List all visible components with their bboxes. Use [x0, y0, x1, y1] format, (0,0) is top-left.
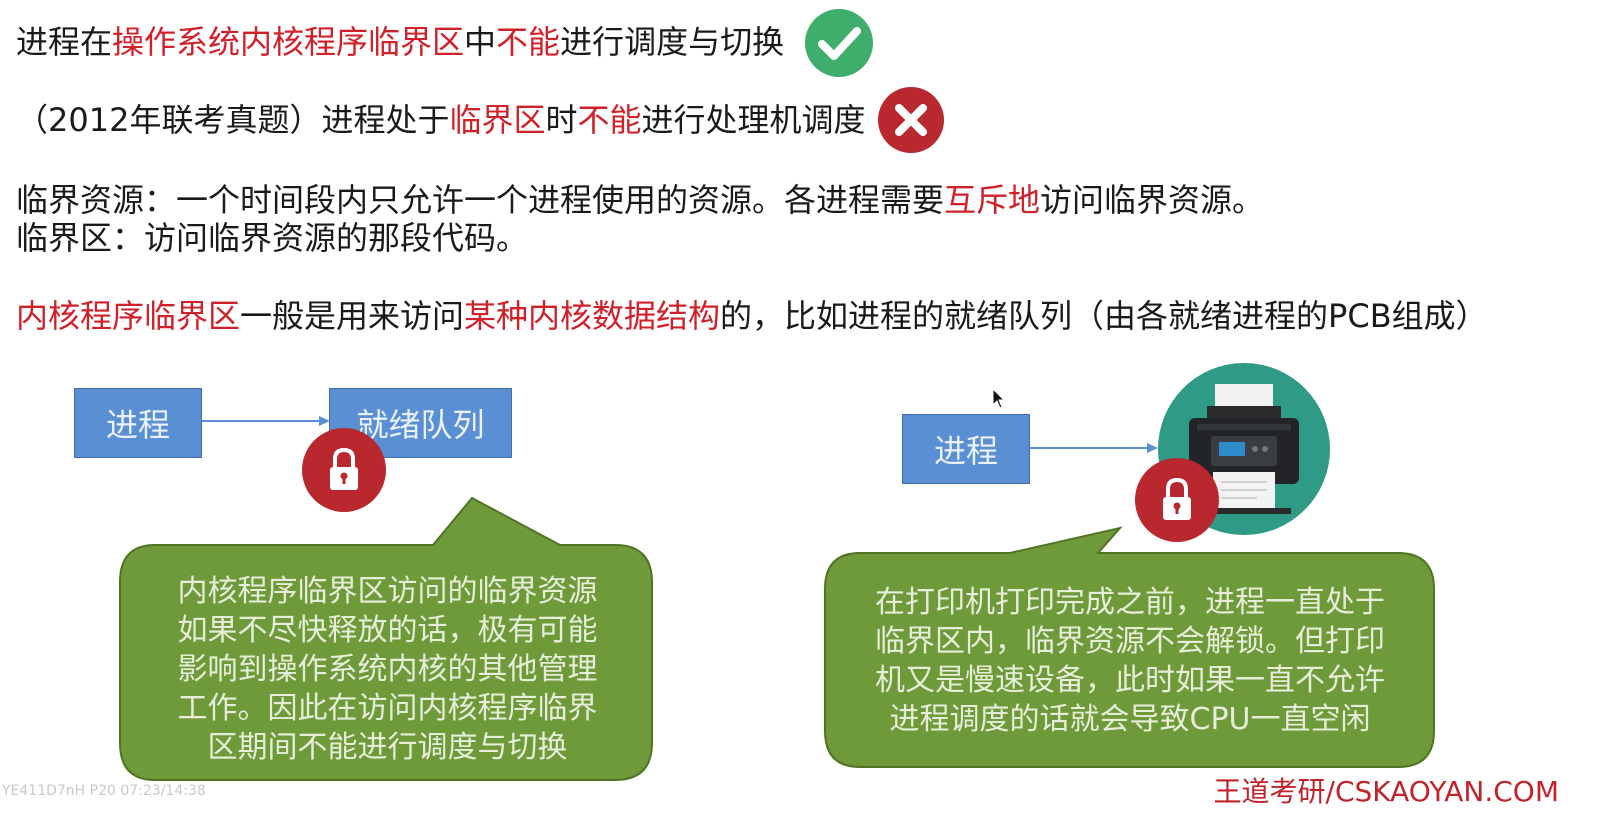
highlight: 临界区 — [449, 101, 546, 139]
bubble-line: 机又是慢速设备，此时如果一直不允许 — [875, 663, 1385, 698]
arrow-icon — [1030, 443, 1158, 453]
check-circle-icon — [805, 9, 873, 77]
highlight: 操作系统内核程序临界区 — [112, 23, 465, 61]
text: 一般是用来访问 — [240, 297, 465, 335]
process-box: 进程 — [74, 388, 202, 458]
right-bubble-text: 在打印机打印完成之前，进程一直处于 临界区内，临界资源不会解锁。但打印 机又是慢… — [830, 583, 1430, 739]
statement-2: （2012年联考真题）进程处于临界区时不能进行处理机调度 — [16, 100, 866, 140]
bubble-line: 工作。因此在访问内核程序临界 — [177, 691, 598, 726]
mouse-cursor-icon — [992, 388, 1006, 409]
ready-queue-label: 就绪队列 — [356, 406, 485, 444]
bubble-line: 内核程序临界区访问的临界资源 — [177, 574, 598, 609]
process-box: 进程 — [902, 414, 1030, 484]
bubble-line: 进程调度的话就会导致CPU一直空闲 — [889, 702, 1371, 737]
text: 进行处理机调度 — [641, 101, 866, 139]
bubble-line: 如果不尽快释放的话，极有可能 — [177, 613, 598, 648]
kernel-section-note: 内核程序临界区一般是用来访问某种内核数据结构的，比如进程的就绪队列（由各就绪进程… — [16, 296, 1488, 336]
lock-icon — [302, 428, 386, 512]
left-bubble-text: 内核程序临界区访问的临界资源 如果不尽快释放的话，极有可能 影响到操作系统内核的… — [130, 572, 645, 767]
lock-icon — [1135, 458, 1219, 542]
critical-section-definition: 临界区：访问临界资源的那段代码。 — [16, 218, 528, 258]
x-circle-icon — [878, 87, 944, 153]
text: 进程在 — [16, 23, 113, 61]
text: 临界资源：一个时间段内只允许一个进程使用的资源。各进程需要 — [16, 181, 945, 219]
bubble-line: 区期间不能进行调度与切换 — [207, 730, 568, 765]
bubble-line: 在打印机打印完成之前，进程一直处于 — [875, 585, 1385, 620]
highlight: 内核程序临界区 — [16, 297, 241, 335]
highlight: 不能 — [496, 23, 561, 61]
process-label: 进程 — [933, 432, 998, 470]
text: 中 — [464, 23, 497, 61]
video-watermark: YE411D7nH P20 07:23/14:38 — [2, 783, 206, 799]
highlight: 某种内核数据结构 — [464, 297, 721, 335]
brand-logo-text: 王道考研/CSKAOYAN.COM — [1213, 775, 1559, 808]
bubble-line: 临界区内，临界资源不会解锁。但打印 — [875, 624, 1385, 659]
critical-resource-definition: 临界资源：一个时间段内只允许一个进程使用的资源。各进程需要互斥地访问临界资源。 — [16, 180, 1264, 220]
right-bubble-shape — [824, 526, 1435, 768]
text: 访问临界资源。 — [1040, 181, 1265, 219]
text: 时 — [545, 101, 578, 139]
text: 临界区：访问临界资源的那段代码。 — [16, 219, 529, 257]
text: 的，比如进程的就绪队列（由各就绪进程的PCB组成） — [720, 297, 1488, 335]
text: 进行调度与切换 — [560, 23, 785, 61]
bubble-line: 影响到操作系统内核的其他管理 — [177, 652, 598, 687]
arrow-icon — [202, 416, 330, 426]
statement-1: 进程在操作系统内核程序临界区中不能进行调度与切换 — [16, 22, 784, 62]
printer-icon — [1158, 363, 1330, 535]
highlight: 互斥地 — [944, 181, 1041, 219]
text: （2012年联考真题）进程处于 — [16, 101, 450, 139]
left-bubble-shape — [119, 496, 653, 781]
process-label: 进程 — [105, 406, 170, 444]
highlight: 不能 — [577, 101, 642, 139]
